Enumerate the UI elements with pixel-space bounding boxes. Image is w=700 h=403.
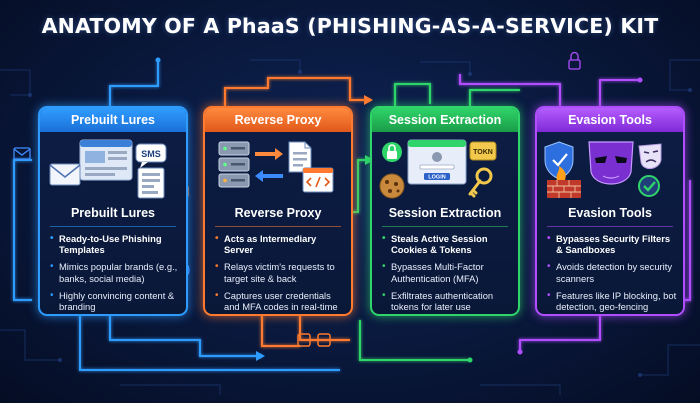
- token-label: TOKN: [473, 149, 493, 156]
- divider: [50, 226, 176, 227]
- document-icon: [288, 141, 312, 173]
- page-title: ANATOMY OF A PhaaS (PHISHING-AS-A-SERVIC…: [41, 14, 659, 38]
- envelope-icon: [13, 147, 31, 160]
- bullet-list: Steals Active Session Cookies & Tokens B…: [372, 233, 518, 312]
- bullet-list: Bypasses Security Filters & Sandboxes Av…: [537, 233, 683, 312]
- card-subtitle: Session Extraction: [388, 206, 502, 220]
- card-header: Reverse Proxy: [205, 108, 351, 132]
- login-window-icon: LOGIN: [407, 139, 467, 185]
- code-window-icon: [302, 167, 334, 193]
- sms-label: SMS: [141, 149, 161, 159]
- token-card-icon: TOKN: [469, 141, 497, 161]
- bullet-item: Ready-to-Use Phishing Templates: [50, 233, 180, 255]
- card-art: [205, 132, 351, 204]
- sms-bubble-icon: SMS: [135, 143, 167, 168]
- divider: [382, 226, 508, 227]
- bullet-item: Features like IP blocking, bot detection…: [547, 290, 677, 312]
- bullet-item: Acts as Intermediary Server: [215, 233, 345, 255]
- server-rack-icon: [218, 141, 250, 188]
- divider: [547, 226, 673, 227]
- bullet-list: Ready-to-Use Phishing Templates Mimics p…: [40, 233, 186, 312]
- card-art: LOGIN TOKN: [372, 132, 518, 204]
- mask-icon: [588, 141, 634, 185]
- card-reverse-proxy: Reverse Proxy: [203, 106, 353, 316]
- bullet-item: Exfiltrates authentication tokens for la…: [382, 290, 512, 312]
- login-label: LOGIN: [428, 175, 445, 181]
- card-prebuilt-lures: Prebuilt Lures SMS: [38, 106, 188, 316]
- card-header: Evasion Tools: [537, 108, 683, 132]
- checkmark-icon: [638, 175, 660, 197]
- bullet-list: Acts as Intermediary Server Relays victi…: [205, 233, 351, 312]
- padlock-icon: [568, 51, 581, 70]
- bullet-item: Relays victim's requests to target site …: [215, 261, 345, 283]
- card-session-extraction: Session Extraction LOGIN TOKN: [370, 106, 520, 316]
- card-subtitle: Prebuilt Lures: [70, 206, 156, 220]
- bullet-item: Bypasses Multi-Factor Authentication (MF…: [382, 261, 512, 283]
- firewall-icon: [547, 166, 581, 198]
- bullet-item: Steals Active Session Cookies & Tokens: [382, 233, 512, 255]
- card-header: Prebuilt Lures: [40, 108, 186, 132]
- document-icon: [137, 167, 165, 199]
- card-subtitle: Evasion Tools: [568, 206, 652, 220]
- bullet-item: Captures user credentials and MFA codes …: [215, 290, 345, 312]
- card-art: SMS: [40, 132, 186, 204]
- card-art: [537, 132, 683, 204]
- relay-arrows-icon: [255, 148, 283, 182]
- bullet-item: Mimics popular brands (e.g., banks, soci…: [50, 261, 180, 283]
- theater-mask-icon: [638, 143, 662, 169]
- bullet-item: Bypasses Security Filters & Sandboxes: [547, 233, 677, 255]
- envelope-icon: [49, 163, 81, 186]
- padlock-icon: [382, 142, 402, 162]
- bullet-item: Avoids detection by security scanners: [547, 261, 677, 283]
- card-subtitle: Reverse Proxy: [234, 206, 322, 220]
- shield-icon: [544, 141, 574, 180]
- card-header: Session Extraction: [372, 108, 518, 132]
- key-icon: [468, 167, 493, 198]
- bullet-item: Highly convincing content & branding: [50, 290, 180, 312]
- cookie-icon: [379, 173, 405, 199]
- browser-window-icon: [79, 139, 133, 181]
- card-evasion-tools: Evasion Tools: [535, 106, 685, 316]
- divider: [215, 226, 341, 227]
